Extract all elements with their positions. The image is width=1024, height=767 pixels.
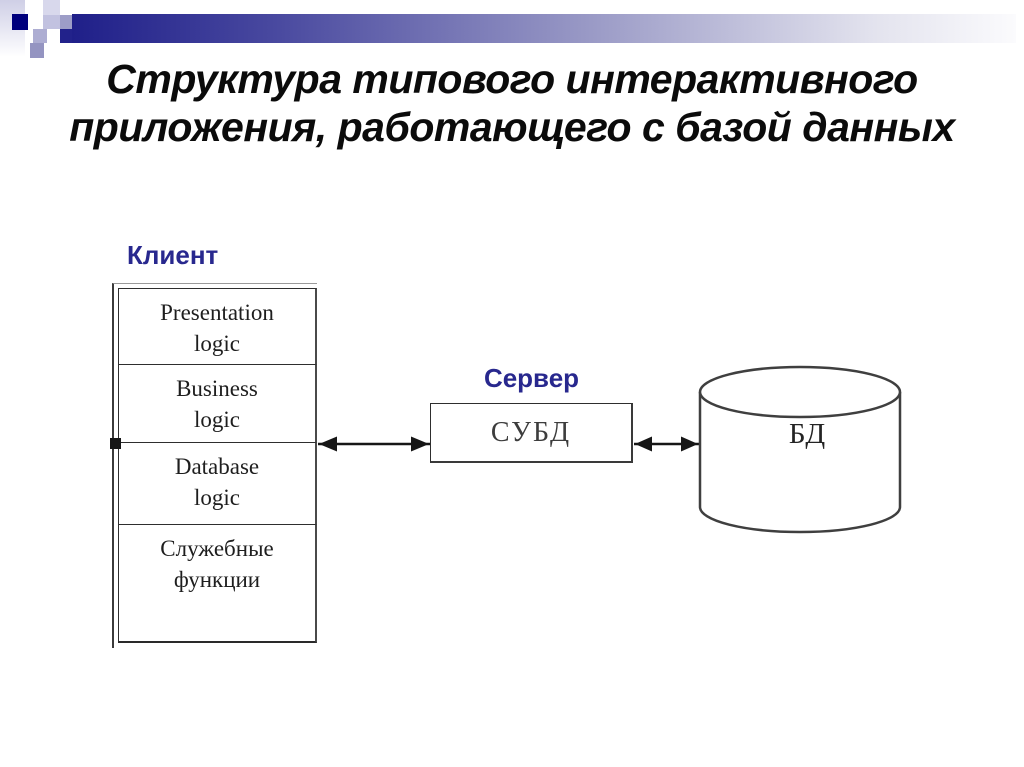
header-pixel-square [43, 0, 60, 15]
header-pixel-square [30, 43, 44, 58]
header-navy-square [12, 14, 28, 30]
slide-title: Структура типового интерактивного прилож… [0, 55, 1024, 151]
header-pixel-square [43, 15, 60, 29]
dbms-box-label: СУБД [490, 416, 572, 448]
header-pixel-square [60, 15, 72, 29]
client-outer-frame [112, 283, 317, 648]
arrowhead-left-icon [635, 436, 652, 452]
header-pixel-square [33, 29, 47, 43]
layer-service-functions: Служебные функции [118, 524, 317, 643]
database-label: БД [788, 418, 827, 450]
header-gradient-bar [72, 14, 1016, 43]
cylinder-top [698, 365, 902, 419]
layer-database-logic: Database logic [118, 442, 317, 525]
arrowhead-left-icon [319, 436, 337, 452]
arrowhead-right-icon [411, 436, 429, 452]
header-bar-step-square [60, 29, 72, 43]
client-label: Клиент [127, 240, 219, 270]
arrowhead-right-icon [681, 436, 698, 452]
layer-business-logic: Business logic [118, 364, 317, 443]
arrow-client-dbms [318, 436, 430, 452]
slide-title-line-1: Структура типового интерактивного [106, 56, 918, 102]
slide-title-line-2: приложения, работающего с базой данных [69, 104, 955, 150]
layer-presentation-logic: Presentation logic [118, 288, 317, 365]
cylinder-body [698, 392, 902, 534]
client-layer-stack: Presentation logic Business logic Databa… [118, 288, 317, 643]
dbms-box: СУБД [430, 403, 633, 463]
server-label: Сервер [483, 363, 580, 393]
arrow-dbms-db [634, 436, 699, 452]
